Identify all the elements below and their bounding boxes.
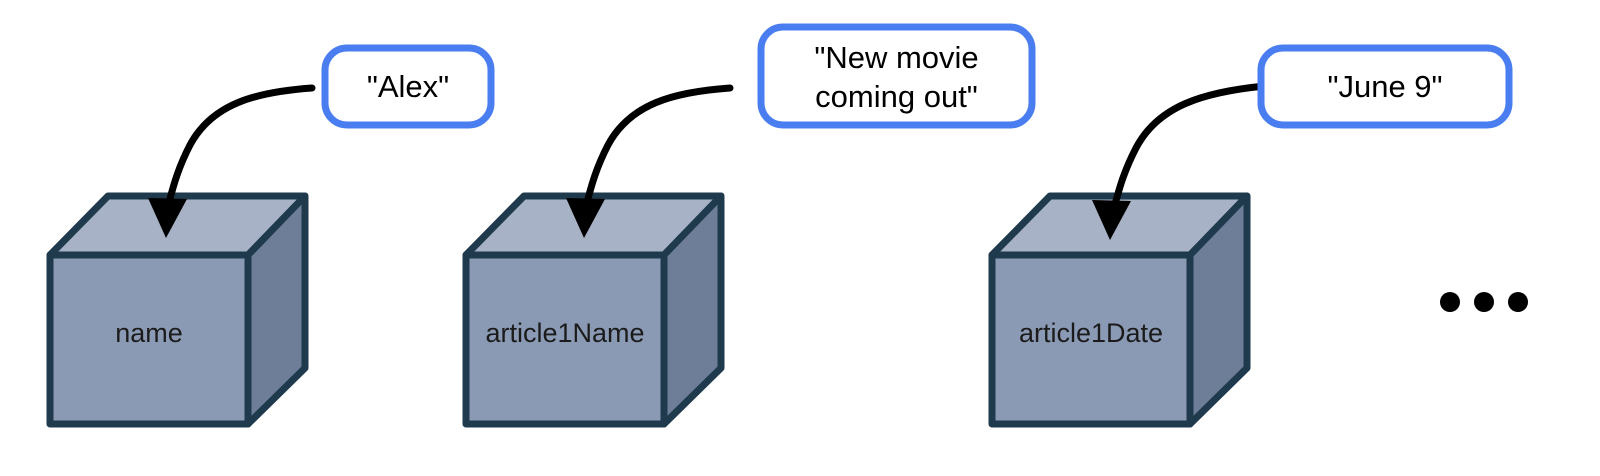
cube-name-front-face xyxy=(46,251,252,428)
cube-article1date[interactable] xyxy=(988,192,1251,428)
cube-article1name-front-face xyxy=(462,251,668,428)
arrow-to-article1name xyxy=(566,84,734,238)
cube-article1name[interactable] xyxy=(462,192,725,428)
arrow-to-name-curve xyxy=(164,84,316,210)
arrow-to-article1name-curve xyxy=(582,84,734,210)
arrow-to-name-head xyxy=(148,198,187,238)
arrow-to-article1name-head xyxy=(566,198,605,238)
value-bubble-name[interactable] xyxy=(321,44,495,129)
arrow-to-article1date xyxy=(1092,82,1269,240)
arrow-to-article1date-curve xyxy=(1110,82,1269,212)
cube-name[interactable] xyxy=(46,192,309,428)
arrow-to-article1date-head xyxy=(1092,200,1131,240)
cube-article1date-front-face xyxy=(988,251,1194,428)
value-bubble-article1date[interactable] xyxy=(1257,44,1513,129)
ellipsis-icon xyxy=(1440,292,1528,312)
value-bubble-article1name[interactable] xyxy=(757,23,1036,129)
arrow-to-name xyxy=(148,84,316,238)
